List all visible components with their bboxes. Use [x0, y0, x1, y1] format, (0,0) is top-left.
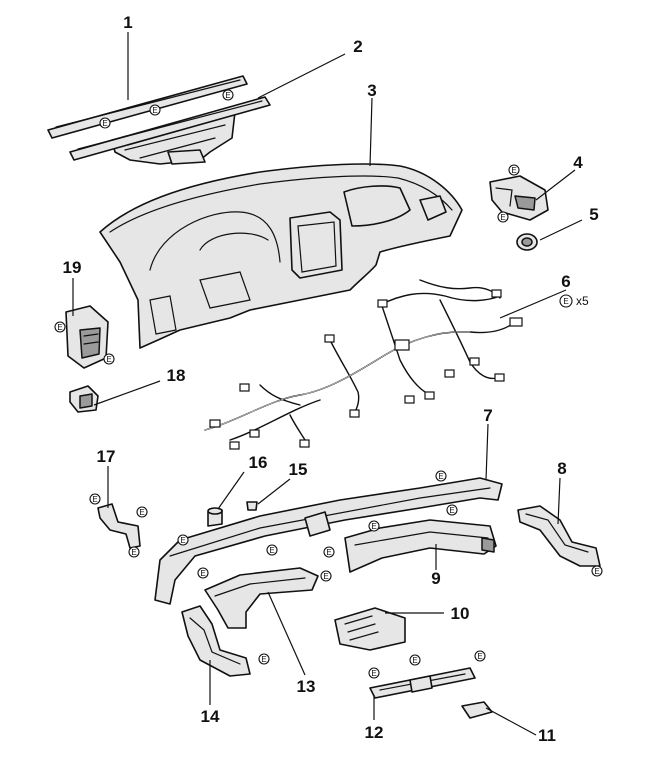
part-19-left-vent — [65, 305, 109, 369]
callout-8: 8 — [557, 459, 566, 478]
callout-17: 17 — [97, 447, 116, 466]
svg-text:E: E — [323, 572, 328, 581]
callout-11: 11 — [538, 726, 556, 745]
fastener-e-mark: E — [474, 650, 486, 662]
callout-13: 13 — [297, 677, 316, 696]
fastener-e-mark: E — [149, 104, 161, 116]
callout-15: 15 — [289, 460, 308, 479]
svg-text:E: E — [511, 166, 516, 175]
callout-5: 5 — [589, 205, 598, 224]
fastener-e-mark: E — [54, 321, 66, 333]
svg-text:E: E — [180, 536, 185, 545]
svg-text:E: E — [225, 91, 230, 100]
svg-text:E: E — [92, 495, 97, 504]
part-3-instrument-panel — [99, 163, 463, 349]
callout-labels: 1 2 3 4 5 6 x5 7 8 9 10 11 12 13 14 15 1… — [63, 13, 599, 745]
fastener-e-mark: E — [320, 570, 332, 582]
svg-text:E: E — [326, 548, 331, 557]
svg-text:E: E — [438, 472, 443, 481]
fastener-e-mark: E — [258, 653, 270, 665]
svg-text:E: E — [269, 546, 274, 555]
part-18-switch — [69, 385, 99, 413]
svg-text:E: E — [131, 548, 136, 557]
svg-text:E: E — [412, 656, 417, 665]
part-8-side-duct — [517, 505, 601, 567]
part-2-defroster-nozzle — [69, 96, 271, 165]
callout-6: 6 — [561, 272, 570, 291]
quantity-note: x5 — [576, 294, 589, 308]
part-6-wiring-harness — [204, 279, 523, 450]
fastener-e-mark: E — [323, 546, 335, 558]
fastener-e-mark: E — [497, 211, 509, 223]
svg-text:E: E — [102, 119, 107, 128]
fastener-e-mark: E — [409, 654, 421, 666]
fastener-markers: E E E E E E E E E E E E E E E E E E E E … — [54, 89, 603, 679]
leader-lines — [72, 32, 583, 736]
svg-text:E: E — [371, 669, 376, 678]
part-15-clip — [246, 501, 258, 511]
fastener-e-mark: E — [89, 493, 101, 505]
fastener-e-mark: E — [197, 567, 209, 579]
callout-19: 19 — [63, 258, 82, 277]
fastener-e-mark: E — [368, 667, 380, 679]
fastener-e-mark: E — [177, 534, 189, 546]
svg-text:E: E — [139, 508, 144, 517]
part-13-lower-duct — [204, 567, 319, 629]
svg-text:E: E — [371, 522, 376, 531]
fastener-e-mark: E — [99, 117, 111, 129]
fastener-e-mark: E — [368, 520, 380, 532]
svg-text:E: E — [106, 355, 111, 364]
part-14-floor-duct — [181, 605, 251, 677]
part-11-clip — [461, 701, 493, 719]
callout-10: 10 — [451, 604, 470, 623]
svg-text:E: E — [563, 297, 568, 306]
fastener-e-mark: E — [508, 164, 520, 176]
fastener-e-mark: E — [591, 565, 603, 577]
fastener-e-mark: E — [136, 506, 148, 518]
part-12-bracket — [369, 667, 476, 699]
svg-text:E: E — [152, 106, 157, 115]
fastener-e-mark: E — [128, 546, 140, 558]
fastener-e-mark: E — [435, 470, 447, 482]
part-1-defroster-strip — [47, 75, 248, 139]
callout-2: 2 — [353, 37, 362, 56]
part-5-knob — [516, 233, 538, 251]
svg-text:E: E — [594, 567, 599, 576]
callout-16: 16 — [249, 453, 268, 472]
part-16-clip — [207, 507, 223, 527]
fastener-e-mark: E — [559, 294, 573, 308]
fastener-e-mark: E — [103, 353, 115, 365]
callout-3: 3 — [367, 81, 376, 100]
svg-text:E: E — [500, 213, 505, 222]
fastener-e-mark: E — [446, 504, 458, 516]
callout-14: 14 — [201, 707, 220, 726]
part-7-main-duct — [154, 477, 503, 605]
svg-text:E: E — [261, 655, 266, 664]
callout-7: 7 — [483, 406, 492, 425]
part-17-bracket — [97, 503, 141, 549]
callout-18: 18 — [167, 366, 186, 385]
svg-text:E: E — [477, 652, 482, 661]
callout-1: 1 — [123, 13, 132, 32]
fastener-e-mark: E — [266, 544, 278, 556]
fastener-e-mark: E — [222, 89, 234, 101]
svg-text:E: E — [200, 569, 205, 578]
callout-12: 12 — [365, 723, 384, 742]
part-10-vent — [334, 607, 406, 651]
svg-text:E: E — [449, 506, 454, 515]
callout-4: 4 — [573, 153, 583, 172]
svg-text:E: E — [57, 323, 62, 332]
part-9-center-duct — [344, 519, 497, 573]
callout-9: 9 — [431, 569, 440, 588]
part-4-side-vent — [489, 175, 549, 221]
